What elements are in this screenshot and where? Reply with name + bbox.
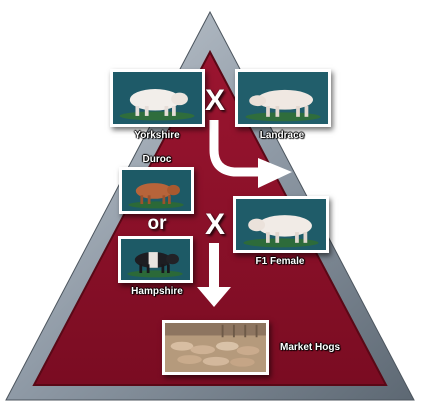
- landrace-label: Landrace: [260, 130, 304, 141]
- yorkshire-label: Yorkshire: [134, 130, 179, 141]
- hampshire-label: Hampshire: [131, 286, 183, 297]
- yorkshire-photo: [110, 69, 205, 127]
- duroc-label: Duroc: [143, 154, 172, 165]
- market-hogs-photo: [162, 320, 269, 375]
- cross-symbol-top: X: [205, 86, 225, 116]
- or-label: or: [148, 214, 167, 233]
- arrow-to-market-shaft: [209, 243, 219, 289]
- f1-female-label: F1 Female: [256, 256, 305, 267]
- hampshire-photo: [118, 236, 193, 283]
- cross-symbol-bottom: X: [205, 210, 225, 240]
- f1-female-photo: [233, 196, 329, 253]
- market-hogs-label: Market Hogs: [280, 342, 340, 353]
- landrace-photo: [235, 69, 331, 127]
- duroc-photo: [119, 167, 194, 214]
